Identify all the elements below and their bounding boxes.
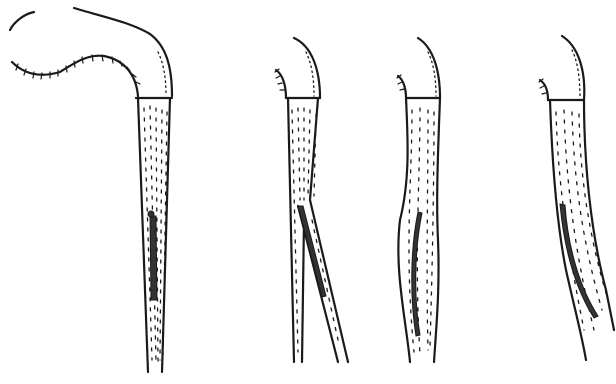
bowed-rod — [412, 212, 422, 336]
femur-rod-tip — [148, 211, 154, 217]
panel-bowed-bone — [397, 38, 440, 362]
angled-head-outline — [540, 36, 584, 100]
femur-neck-outline — [12, 56, 138, 96]
femur-rod — [150, 216, 157, 300]
femur-head-stipple — [158, 52, 166, 94]
panel-split-bone — [275, 38, 348, 362]
femur-neck-hatching — [16, 55, 140, 84]
angled-shaft-outline — [548, 100, 614, 360]
bowed-shaft-stipple — [409, 108, 434, 354]
panel-femur-full — [10, 8, 172, 372]
split-head-outline — [276, 38, 320, 98]
panel-angled-bone — [539, 36, 614, 360]
femur-head-outline — [10, 8, 172, 96]
split-shaft-stipple — [292, 108, 338, 352]
